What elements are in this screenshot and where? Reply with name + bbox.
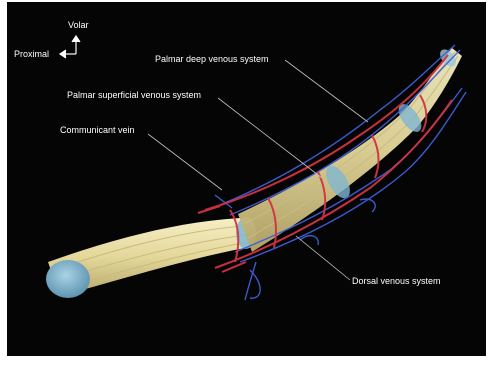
tendon-cut-end: [46, 260, 90, 298]
proximal-label: Proximal: [14, 49, 49, 59]
communicant-label: Communicant vein: [60, 125, 135, 135]
palmar-deep-label: Palmar deep venous system: [155, 54, 269, 64]
palmar-superficial-label: Palmar superficial venous system: [67, 90, 201, 100]
volar-label: Volar: [68, 20, 89, 30]
dorsal-label: Dorsal venous system: [352, 276, 441, 286]
